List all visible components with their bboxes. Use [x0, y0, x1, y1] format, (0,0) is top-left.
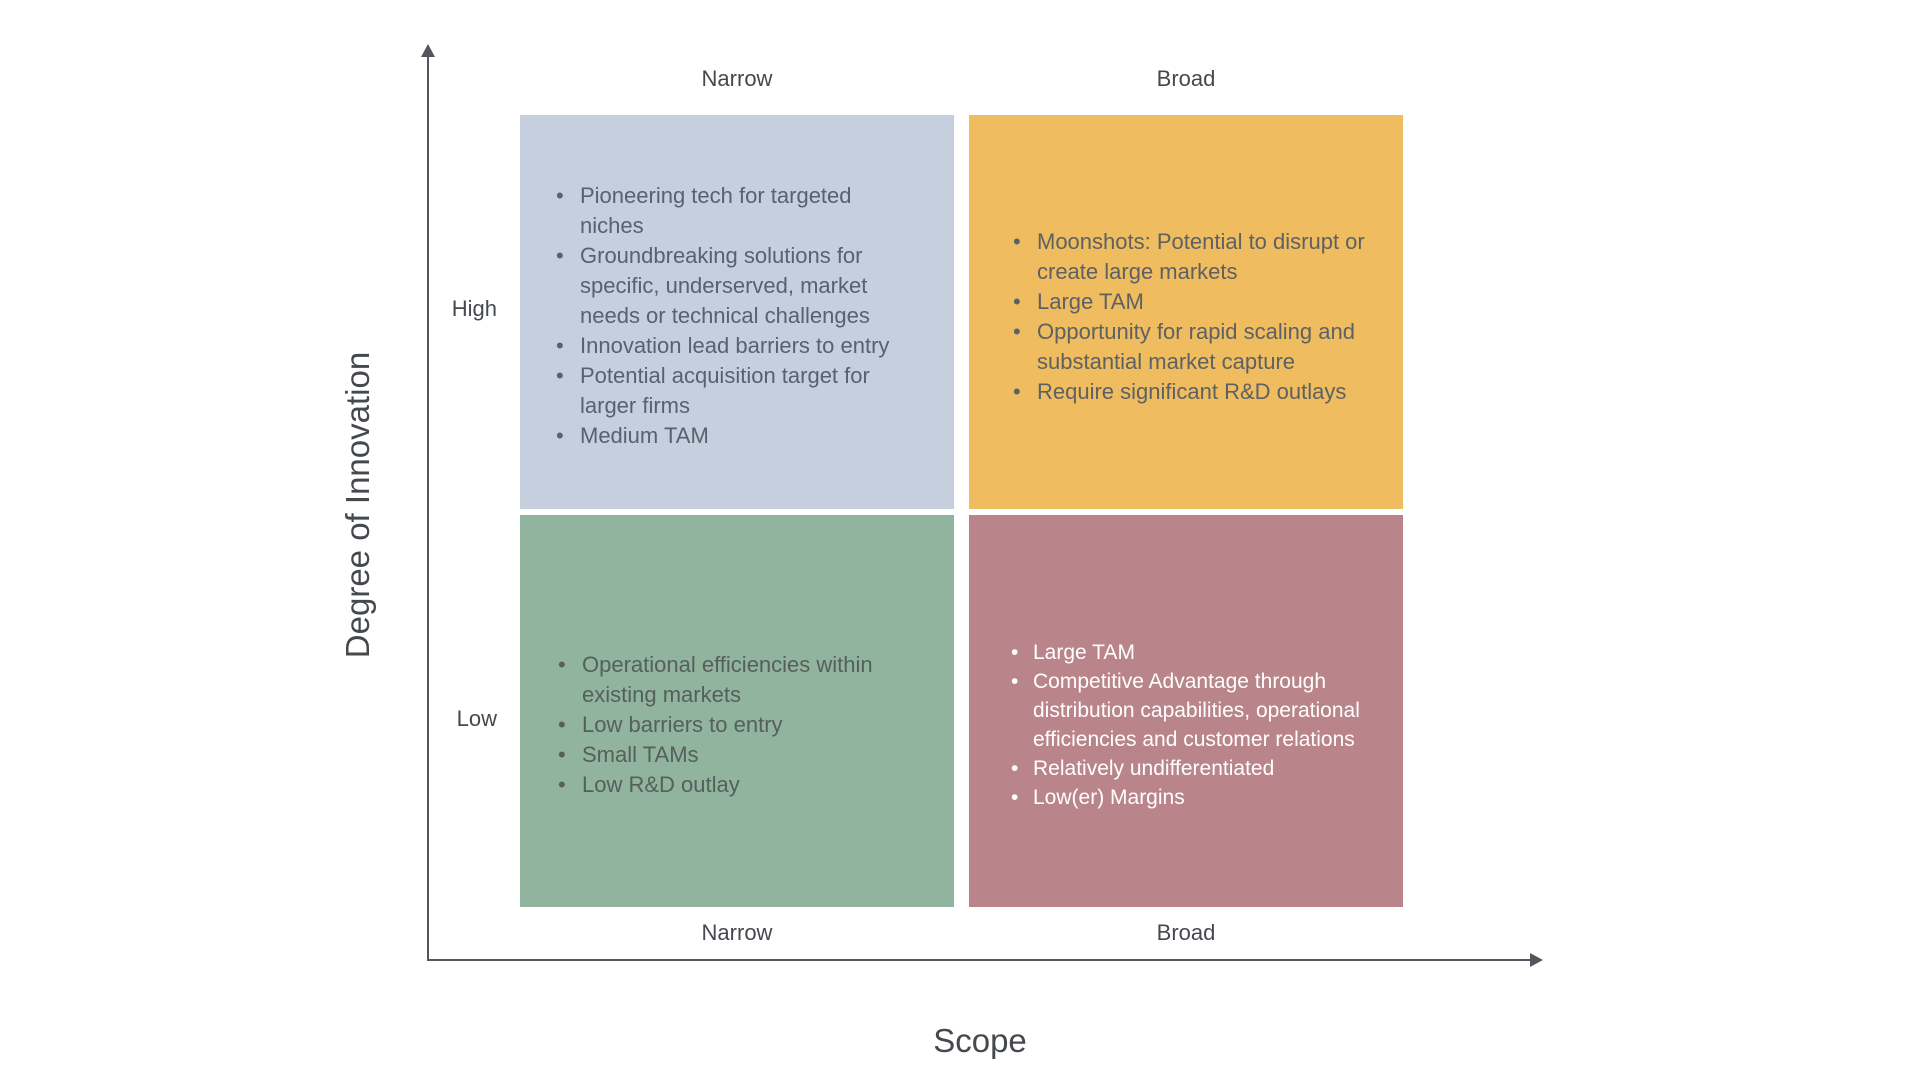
bullet-item: Small TAMs — [556, 740, 912, 770]
bullet-item: Low barriers to entry — [556, 710, 912, 740]
bullet-item: Medium TAM — [554, 421, 910, 451]
quadrant-low-broad: Large TAM Competitive Advantage through … — [969, 515, 1403, 907]
quadrant-low-narrow: Operational efficiencies within existing… — [520, 515, 954, 907]
bullet-item: Opportunity for rapid scaling and substa… — [1011, 317, 1403, 377]
bullet-item: Large TAM — [1011, 287, 1403, 317]
x-axis-arrow-right-icon — [1530, 953, 1543, 967]
x-axis-line — [427, 959, 1531, 961]
top-tick-broad: Broad — [1156, 66, 1216, 91]
bullet-item: Innovation lead barriers to entry — [554, 331, 910, 361]
quadrant-low-broad-list: Large TAM Competitive Advantage through … — [1009, 638, 1403, 812]
quadrant-high-narrow-list: Pioneering tech for targeted niches Grou… — [554, 181, 910, 451]
quadrant-grid: Pioneering tech for targeted niches Grou… — [520, 115, 1403, 907]
quadrant-high-narrow: Pioneering tech for targeted niches Grou… — [520, 115, 954, 509]
bullet-item: Relatively undifferentiated — [1009, 754, 1403, 783]
bullet-item: Pioneering tech for targeted niches — [554, 181, 910, 241]
quadrant-low-narrow-list: Operational efficiencies within existing… — [556, 650, 912, 800]
bullet-item: Low R&D outlay — [556, 770, 912, 800]
bullet-item: Potential acquisition target for larger … — [554, 361, 910, 421]
bullet-item: Operational efficiencies within existing… — [556, 650, 912, 710]
bullet-item: Competitive Advantage through distributi… — [1009, 667, 1403, 754]
bullet-item: Require significant R&D outlays — [1011, 377, 1403, 407]
y-axis-line — [427, 56, 429, 961]
bullet-item: Large TAM — [1009, 638, 1403, 667]
y-axis-title: Degree of Innovation — [339, 351, 376, 659]
y-tick-high: High — [451, 296, 497, 321]
bullet-item: Low(er) Margins — [1009, 783, 1403, 812]
bullet-item: Groundbreaking solutions for specific, u… — [554, 241, 910, 331]
top-tick-narrow: Narrow — [701, 66, 773, 91]
y-axis-arrow-up-icon — [421, 44, 435, 57]
bottom-tick-narrow: Narrow — [701, 920, 773, 945]
bullet-item: Moonshots: Potential to disrupt or creat… — [1011, 227, 1403, 287]
quadrant-high-broad-list: Moonshots: Potential to disrupt or creat… — [1011, 227, 1403, 407]
quadrant-high-broad: Moonshots: Potential to disrupt or creat… — [969, 115, 1403, 509]
bottom-tick-broad: Broad — [1156, 920, 1216, 945]
x-axis-title: Scope — [933, 1022, 1027, 1059]
y-tick-low: Low — [456, 706, 497, 731]
